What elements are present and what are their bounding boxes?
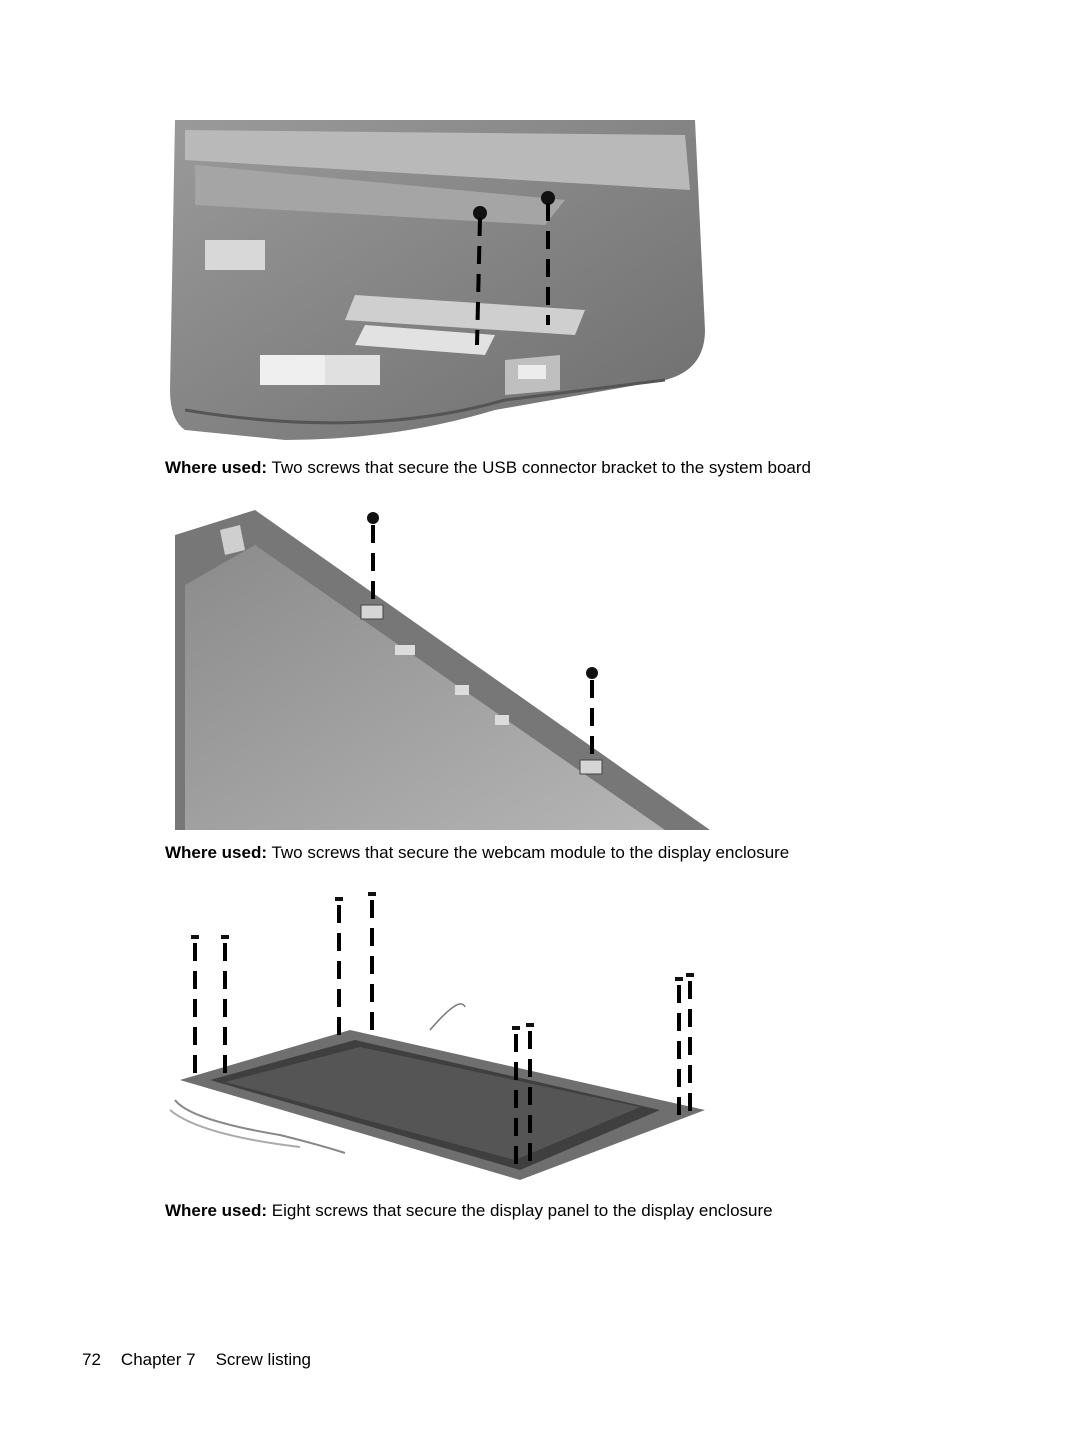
figure-caption: Where used: Two screws that secure the U… <box>165 458 811 478</box>
webcam-module-illustration <box>175 510 710 830</box>
section-title: Screw listing <box>215 1350 312 1369</box>
caption-text: Two screws that secure the webcam module… <box>267 843 790 862</box>
display-panel-illustration <box>169 892 705 1180</box>
caption-label: Where used: <box>165 458 268 477</box>
page-footer: 72 Chapter 7 Screw listing <box>82 1350 331 1370</box>
figure-caption: Where used: Eight screws that secure the… <box>165 1201 773 1221</box>
figure-caption: Where used: Two screws that secure the w… <box>165 843 789 863</box>
caption-text: Eight screws that secure the display pan… <box>267 1201 773 1220</box>
chapter-label: Chapter 7 <box>120 1350 196 1369</box>
usb-bracket-illustration <box>170 120 705 440</box>
caption-text: Two screws that secure the USB connector… <box>267 458 811 477</box>
caption-label: Where used: <box>165 843 268 862</box>
caption-label: Where used: <box>165 1201 268 1220</box>
page-number: 72 <box>82 1350 101 1369</box>
